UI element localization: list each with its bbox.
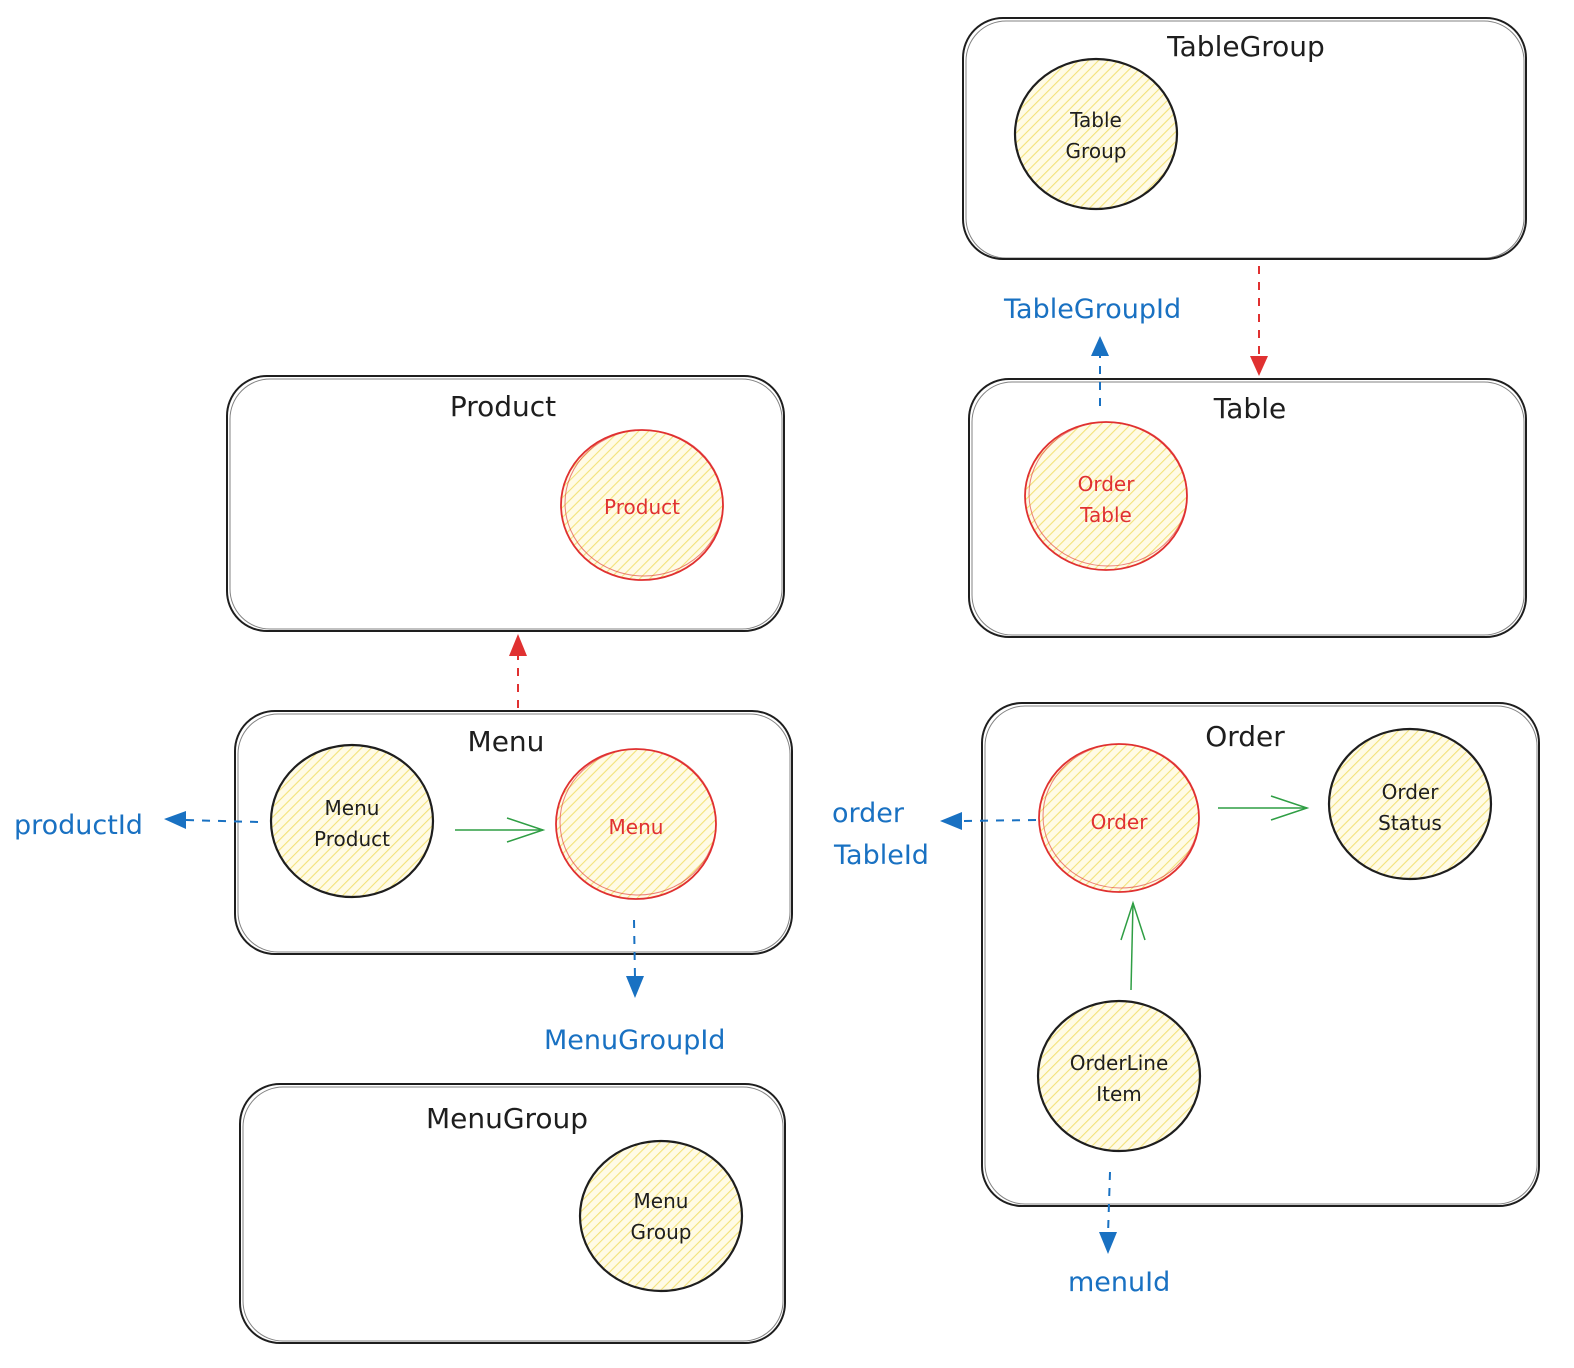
box-table: Table Order Table <box>968 378 1527 638</box>
node-product: Product <box>560 429 724 581</box>
box-product: Product Product <box>226 375 785 632</box>
node-label: Product <box>314 827 390 851</box>
node-order-status: Order Status <box>1327 727 1493 881</box>
ref-label-menu-group-id: MenuGroupId <box>544 1025 725 1056</box>
ref-label-order-table-id-line2: TableId <box>833 840 929 871</box>
box-title-order: Order <box>1205 720 1285 753</box>
ref-label-product-id: productId <box>14 810 143 841</box>
arrow-menu-to-product <box>509 634 527 708</box>
arrow-menu-product-to-menu <box>455 817 546 843</box>
node-label: Order <box>1091 810 1149 834</box>
node-label: Group <box>631 1220 692 1244</box>
arrow-table-group-to-table <box>1250 266 1268 376</box>
node-order-line-item: OrderLine Item <box>1036 999 1202 1153</box>
box-menu-group: MenuGroup Menu Group <box>239 1083 786 1344</box>
box-title-menu: Menu <box>468 725 545 758</box>
box-title-menu-group: MenuGroup <box>426 1102 588 1135</box>
node-table-group: Table Group <box>1013 57 1179 211</box>
arrow-order-line-item-to-order <box>1120 900 1146 991</box>
arrow-order-table-to-table-group-id <box>1091 336 1109 406</box>
box-title-product: Product <box>450 390 556 423</box>
box-title-table: Table <box>1213 392 1286 425</box>
node-label: Group <box>1066 139 1127 163</box>
box-table-group: TableGroup Table Group <box>962 17 1527 260</box>
ref-label-order-table-id-line1: order <box>832 798 905 829</box>
node-label: Table <box>1079 503 1132 527</box>
box-order: Order Order Order Status OrderLine Item <box>981 702 1540 1207</box>
node-label: Menu <box>634 1189 689 1213</box>
arrow-order-to-order-status <box>1218 795 1310 821</box>
ref-label-menu-id: menuId <box>1068 1267 1170 1298</box>
node-order-table: Order Table <box>1024 421 1188 571</box>
node-label: Item <box>1096 1082 1142 1106</box>
node-label: OrderLine <box>1070 1051 1169 1075</box>
arrow-menu-to-menu-group-id <box>626 919 644 998</box>
node-label: Menu <box>325 796 380 820</box>
node-label: Status <box>1378 811 1442 835</box>
arrow-order-to-order-table-id <box>940 812 1037 830</box>
node-label: Order <box>1382 780 1440 804</box>
node-label: Product <box>604 495 680 519</box>
ref-label-table-group-id: TableGroupId <box>1003 294 1181 325</box>
arrow-menu-product-to-product-id <box>164 811 259 829</box>
arrow-order-line-item-to-menu-id <box>1099 1171 1117 1254</box>
node-menu-group: Menu Group <box>578 1139 744 1293</box>
box-menu: Menu Menu Product Menu <box>234 710 793 955</box>
node-label: Menu <box>609 815 664 839</box>
node-label: Order <box>1078 472 1136 496</box>
node-order: Order <box>1038 743 1200 893</box>
node-menu-product: Menu Product <box>269 743 435 899</box>
node-menu: Menu <box>555 748 717 900</box>
box-title-table-group: TableGroup <box>1166 30 1325 63</box>
node-label: Table <box>1069 108 1122 132</box>
